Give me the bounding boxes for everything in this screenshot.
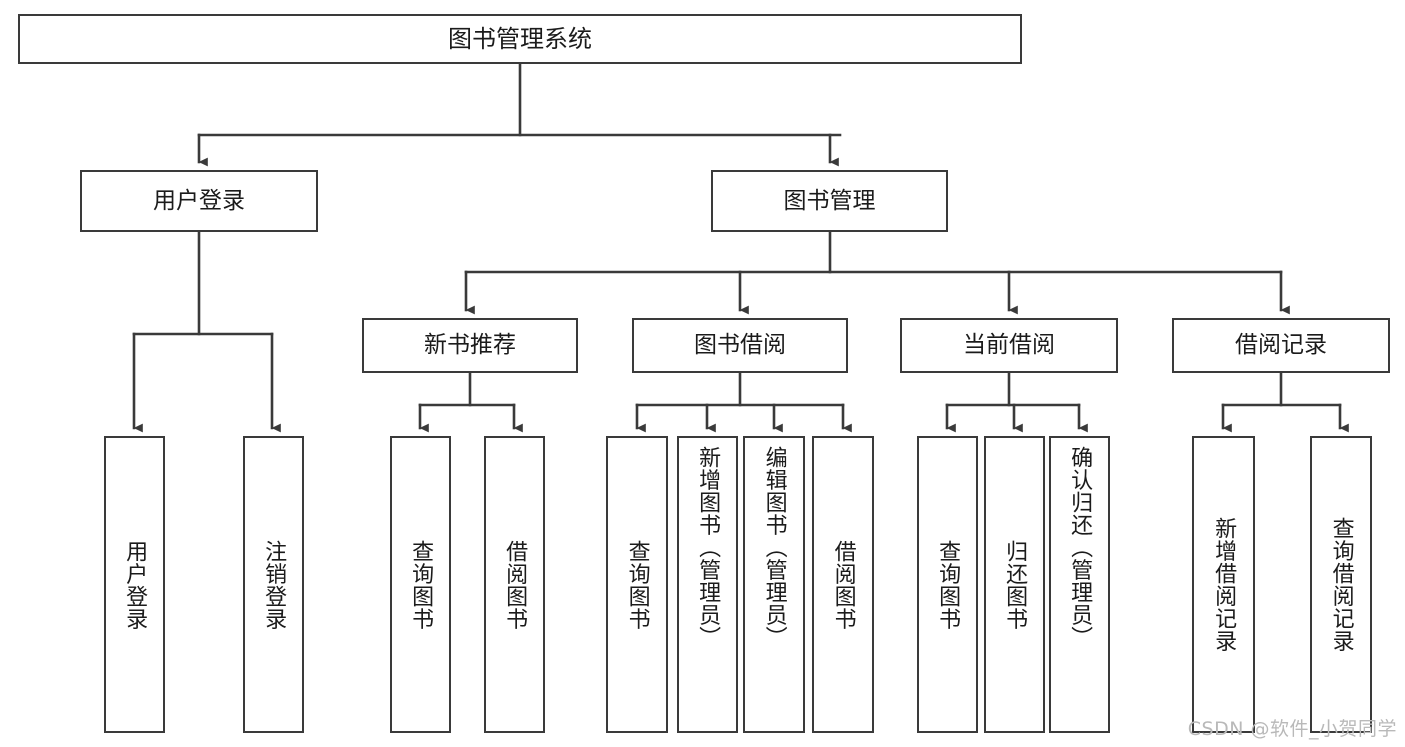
node-label: 新增图书（管理员）	[695, 446, 721, 649]
leaf-borrow-book-1[interactable]: 借阅图书	[484, 436, 545, 733]
node-user-login[interactable]: 用户登录	[80, 170, 318, 232]
leaf-logout-login[interactable]: 注销登录	[243, 436, 304, 733]
node-root-system[interactable]: 图书管理系统	[18, 14, 1022, 64]
leaf-return-book[interactable]: 归还图书	[984, 436, 1045, 733]
leaf-query-book-3[interactable]: 查询图书	[917, 436, 978, 733]
node-label: 查询图书	[624, 539, 650, 630]
node-label: 图书借阅	[694, 332, 786, 358]
node-book-management[interactable]: 图书管理	[711, 170, 948, 232]
node-book-borrow[interactable]: 图书借阅	[632, 318, 848, 373]
leaf-query-record[interactable]: 查询借阅记录	[1310, 436, 1372, 733]
node-current-borrow[interactable]: 当前借阅	[900, 318, 1118, 373]
node-label: 用户登录	[122, 539, 148, 630]
leaf-add-book[interactable]: 新增图书（管理员）	[677, 436, 738, 733]
node-label: 图书管理系统	[448, 25, 592, 53]
node-label: 查询借阅记录	[1328, 517, 1354, 652]
node-label: 借阅图书	[830, 539, 856, 630]
leaf-confirm-return[interactable]: 确认归还（管理员）	[1049, 436, 1110, 733]
node-label: 查询图书	[408, 539, 434, 630]
node-label: 编辑图书（管理员）	[761, 446, 787, 649]
node-label: 查询图书	[935, 539, 961, 630]
leaf-user-login[interactable]: 用户登录	[104, 436, 165, 733]
node-label: 借阅图书	[502, 539, 528, 630]
leaf-query-book-1[interactable]: 查询图书	[390, 436, 451, 733]
node-label: 注销登录	[261, 539, 287, 630]
node-label: 借阅记录	[1235, 332, 1327, 358]
node-label: 确认归还（管理员）	[1067, 446, 1093, 649]
leaf-add-record[interactable]: 新增借阅记录	[1192, 436, 1255, 733]
node-new-book-recommend[interactable]: 新书推荐	[362, 318, 578, 373]
node-label: 归还图书	[1002, 539, 1028, 630]
leaf-query-book-2[interactable]: 查询图书	[606, 436, 668, 733]
node-borrow-record[interactable]: 借阅记录	[1172, 318, 1390, 373]
leaf-edit-book[interactable]: 编辑图书（管理员）	[743, 436, 805, 733]
node-label: 当前借阅	[963, 332, 1055, 358]
node-label: 用户登录	[153, 187, 245, 214]
node-label: 图书管理	[783, 187, 876, 214]
leaf-borrow-book-2[interactable]: 借阅图书	[812, 436, 874, 733]
node-label: 新增借阅记录	[1211, 517, 1237, 652]
node-label: 新书推荐	[424, 332, 516, 358]
